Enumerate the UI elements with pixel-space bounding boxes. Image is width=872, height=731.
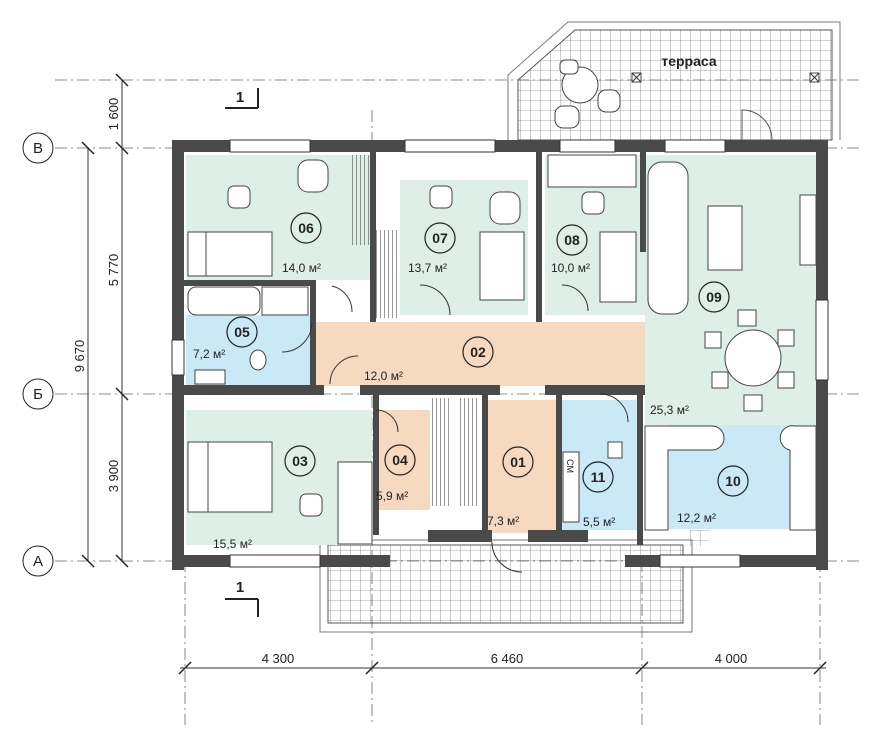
room-04: 04 5,9 м² [376,444,416,503]
section-marks: 1 1 [225,88,259,617]
room-03-number: 03 [292,453,308,469]
room-04-area: 5,9 м² [376,489,408,503]
room-08-area: 10,0 м² [551,261,590,275]
room-08-number: 08 [564,232,580,248]
room-05-number: 05 [234,324,250,340]
doors [281,284,629,573]
bottom-dimensions: 4 300 6 460 4 000 [178,651,827,675]
room-08: 08 10,0 м² [551,224,590,275]
room-06: 06 14,0 м² [282,212,322,275]
room-02-area: 12,0 м² [364,369,403,383]
room-09-number: 09 [706,289,722,305]
dim-4300: 4 300 [262,651,295,666]
axis-a-label: А [33,553,43,570]
upper-terrace: терраса [507,21,841,141]
dim-4000: 4 000 [715,651,748,666]
left-dimensions: 9 670 1 600 5 770 3 900 [72,73,129,568]
room-03-area: 15,5 м² [213,537,252,551]
room-10-number: 10 [725,473,741,489]
lower-terrace [319,539,693,633]
room-09: 09 25,3 м² [650,281,730,417]
axis-bubbles: В Б А [22,132,54,577]
dim-1600: 1 600 [106,98,121,131]
room-05: 05 7,2 м² [193,316,258,361]
terrace-label: терраса [661,53,716,69]
room-04-number: 04 [392,452,408,468]
room-11-area: 5,5 м² [583,515,615,529]
room-10: 10 12,2 м² [677,465,749,525]
room-02-number: 02 [470,344,486,360]
room-06-area: 14,0 м² [282,261,321,275]
room-09-area: 25,3 м² [650,403,689,417]
section-mark-top: 1 [236,89,244,106]
room-11-number: 11 [591,469,606,485]
axis-b-label: Б [33,386,43,403]
room-01: 01 7,3 м² [487,446,534,528]
dim-3900: 3 900 [106,460,121,493]
dim-total-height: 9 670 [72,340,87,373]
room-01-number: 01 [510,454,526,470]
room-03: 03 15,5 м² [213,445,316,551]
windows [171,139,829,568]
room-05-area: 7,2 м² [193,347,225,361]
room-07-area: 13,7 м² [408,261,447,275]
room-07-number: 07 [432,230,448,246]
room-01-area: 7,3 м² [487,514,519,528]
dim-5770: 5 770 [106,254,121,287]
room-11: 11 5,5 м² [582,461,615,529]
room-labels: 01 7,3 м² 02 12,0 м² 03 15,5 м² 04 5,9 м… [193,212,749,551]
section-mark-bottom: 1 [236,579,244,596]
dim-6460: 6 460 [491,651,524,666]
room-10-area: 12,2 м² [677,511,716,525]
room-06-number: 06 [298,220,314,236]
furniture: СМ [187,154,817,546]
room-02: 02 12,0 м² [364,336,494,383]
axis-v-label: В [33,140,43,157]
washer-label: СМ [565,459,575,473]
room-07: 07 13,7 м² [408,222,456,275]
